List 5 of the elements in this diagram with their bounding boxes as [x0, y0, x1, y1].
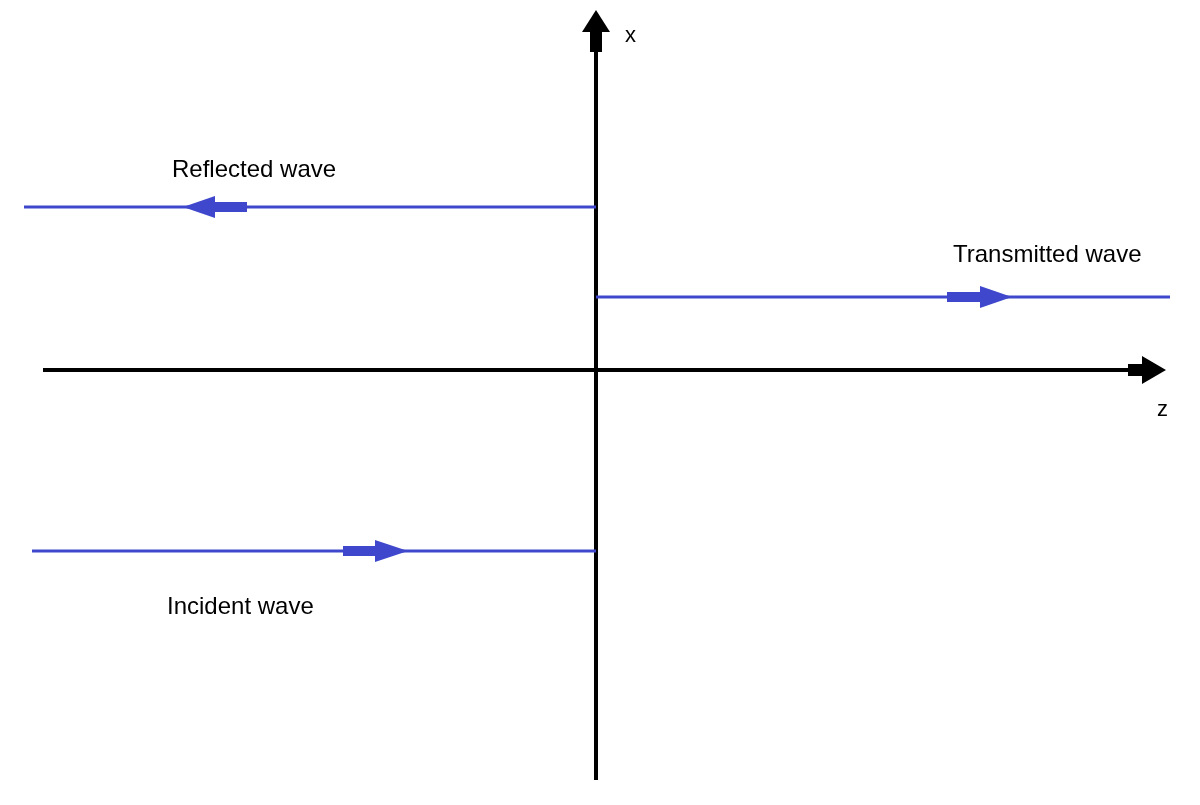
wave-label: Reflected wave	[172, 157, 337, 181]
axis-label: x	[625, 24, 636, 46]
axis-label: z	[1157, 398, 1168, 420]
wave-label: Transmitted wave	[953, 242, 1142, 266]
wave-label: Incident wave	[167, 594, 314, 618]
